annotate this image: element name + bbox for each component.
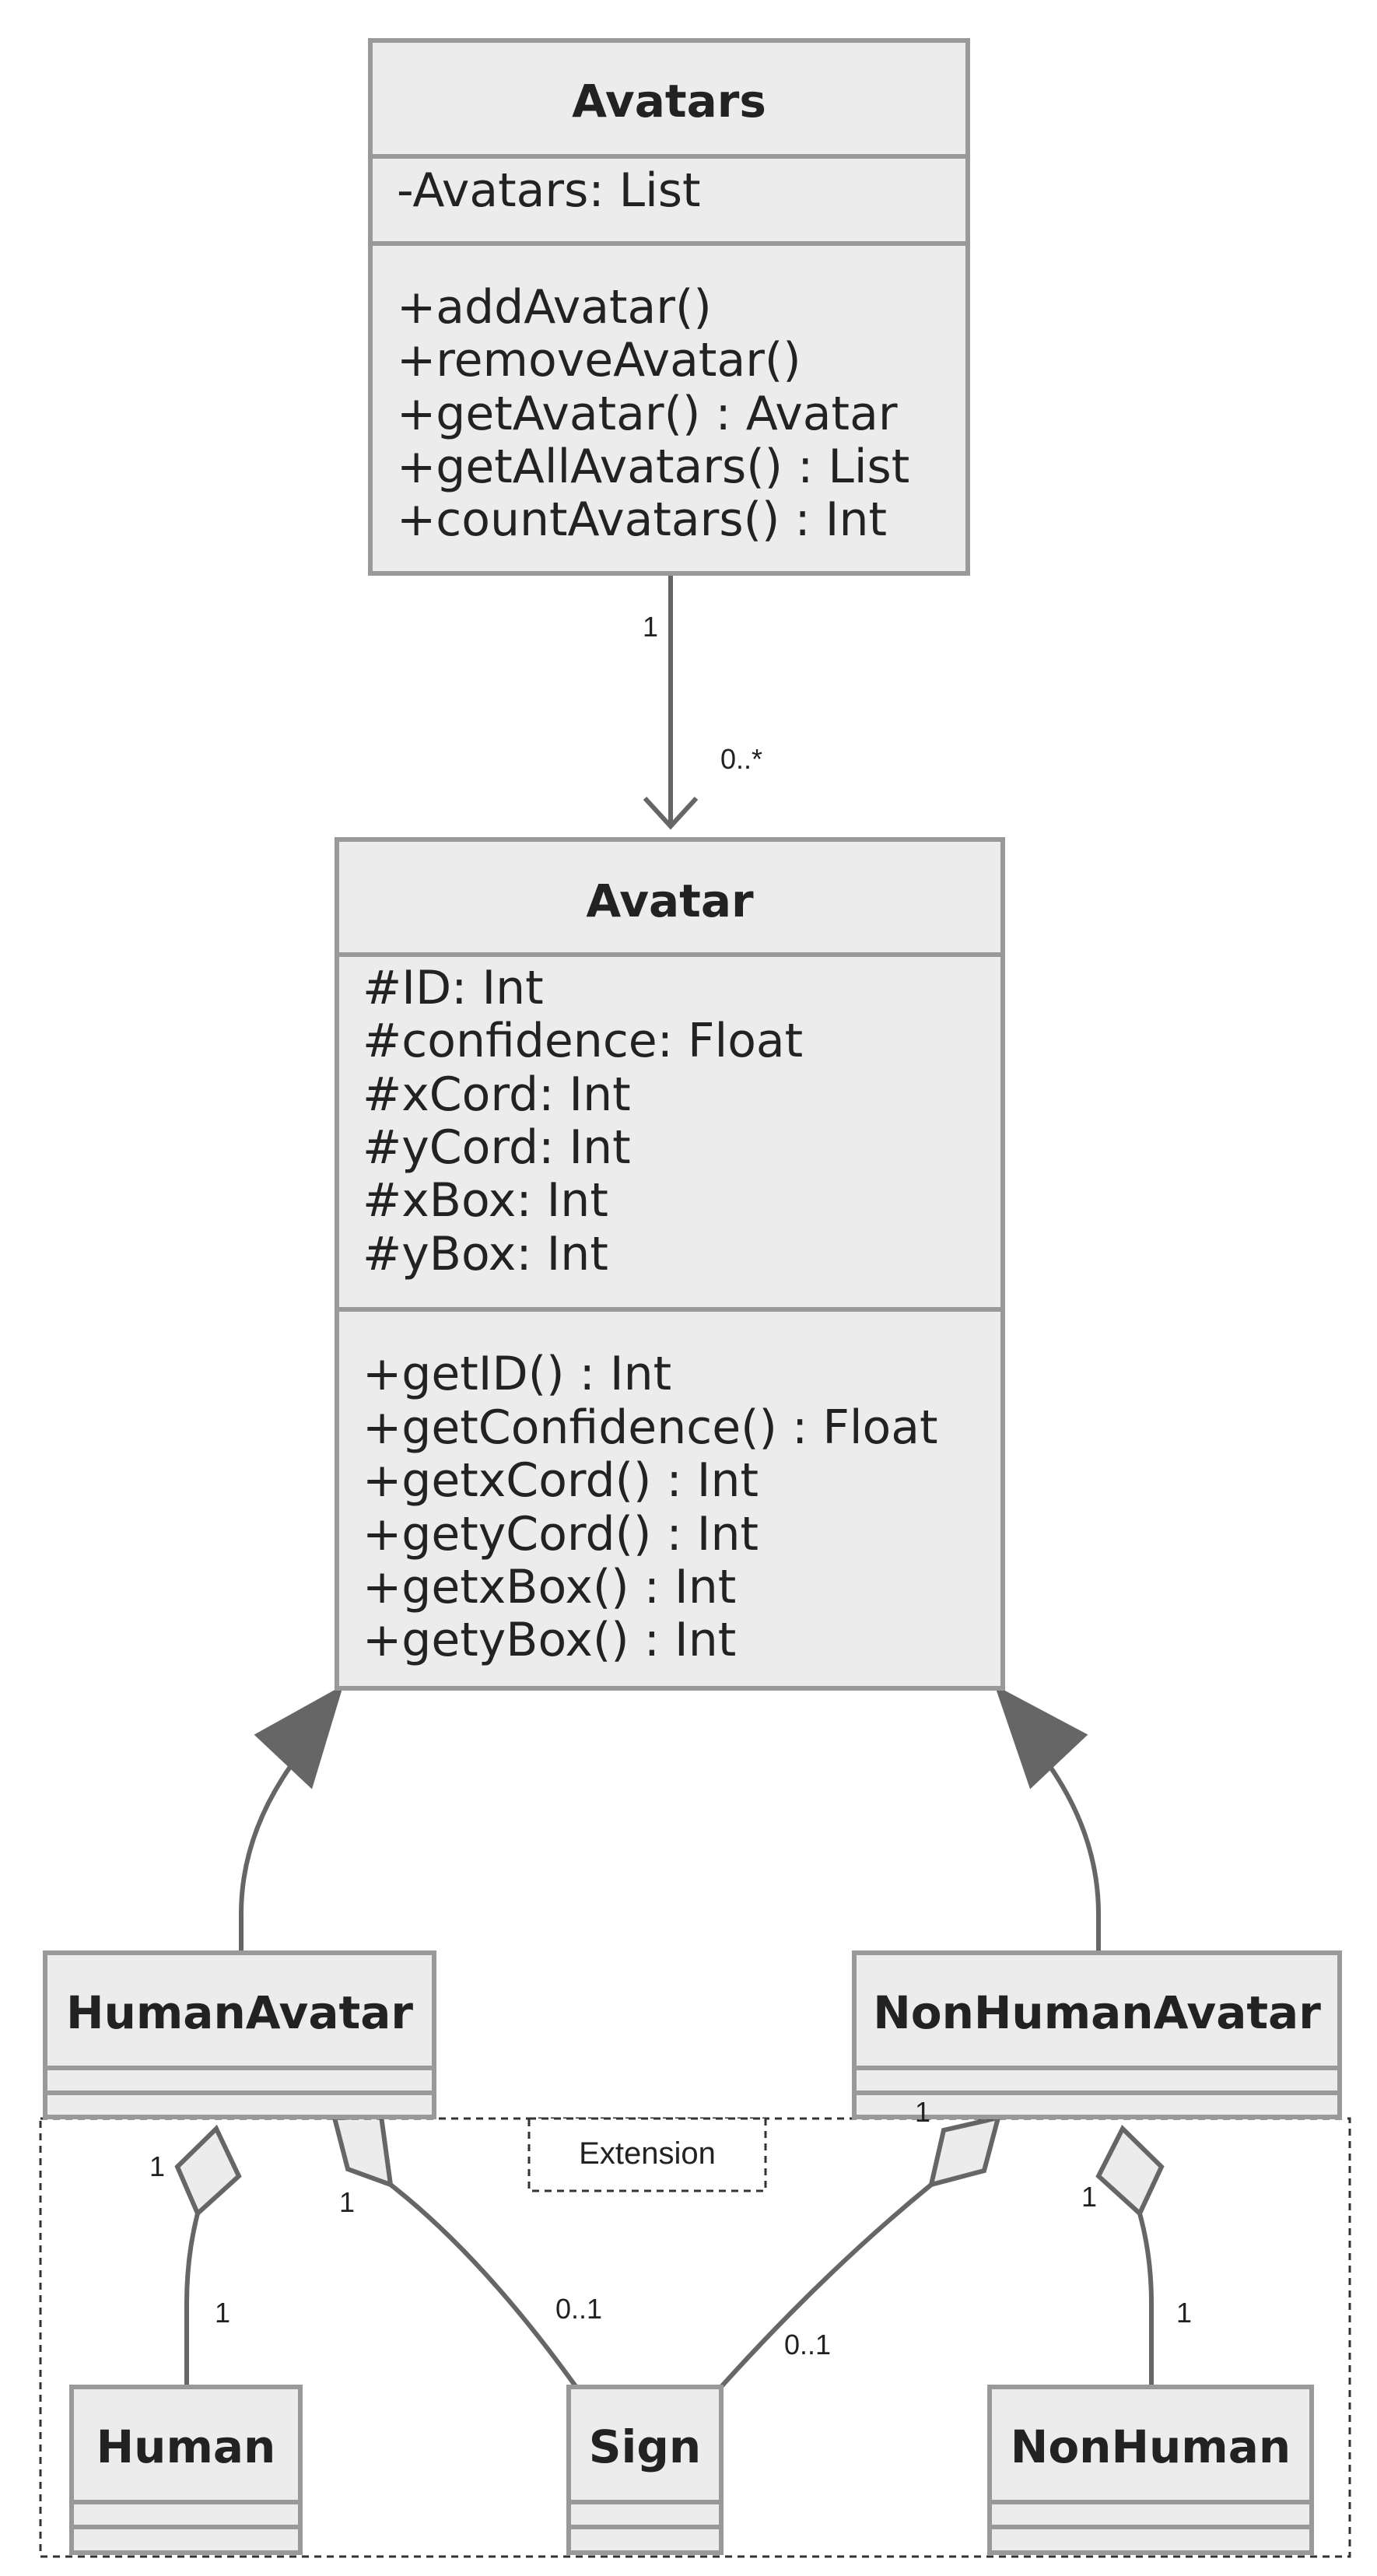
inheritance-nonhumanavatar-avatar: [994, 1684, 1101, 1953]
extension-label: Extension: [579, 2136, 716, 2171]
multiplicity-label: 1: [149, 2150, 165, 2182]
attribute: #yCord: Int: [363, 1120, 631, 1175]
method: +getyCord() : Int: [363, 1507, 759, 1561]
multiplicity-label: 1: [215, 2297, 230, 2329]
aggregation-diamond: [1095, 2124, 1165, 2217]
method: +countAvatars() : Int: [397, 492, 887, 547]
extension-frame: Extension: [39, 2117, 1351, 2558]
multiplicity-label: 1: [915, 2096, 930, 2128]
inheritance-humanavatar-avatar: [239, 1684, 344, 1953]
attribute: -Avatars: List: [397, 163, 701, 218]
attribute: #confidence: Float: [363, 1014, 803, 1068]
class-name: HumanAvatar: [66, 1986, 413, 2039]
inheritance-arrowhead: [994, 1684, 1088, 1789]
method: +getyBox() : Int: [363, 1613, 736, 1667]
multiplicity-label: 1: [1176, 2297, 1192, 2329]
class-avatar[interactable]: Avatar #ID: Int #confidence: Float #xCor…: [335, 837, 1005, 1691]
method: +getID() : Int: [363, 1347, 671, 1401]
class-nonhuman[interactable]: NonHuman: [987, 2385, 1314, 2555]
multiplicity-label: 0..1: [784, 2329, 831, 2360]
method: +getAvatar() : Avatar: [397, 387, 898, 441]
aggregation-diamond: [174, 2124, 242, 2218]
multiplicity-label: 0..*: [720, 743, 762, 775]
class-sign[interactable]: Sign: [566, 2385, 724, 2555]
multiplicity-label: 1: [643, 611, 658, 643]
inheritance-arrowhead: [254, 1684, 344, 1789]
class-name: Avatars: [572, 75, 766, 128]
method: +getAllAvatars() : List: [397, 440, 909, 494]
method: +getxCord() : Int: [363, 1453, 759, 1508]
aggregation-humanavatar-sign: [331, 2113, 580, 2390]
class-name: Avatar: [586, 874, 754, 927]
class-humanavatar[interactable]: HumanAvatar: [43, 1950, 436, 2119]
association-avatars-avatar: [643, 573, 699, 830]
method: +getxBox() : Int: [363, 1560, 736, 1614]
class-name: Human: [96, 2420, 276, 2473]
class-avatars[interactable]: Avatars -Avatars: List +addAvatar() +rem…: [368, 38, 970, 576]
aggregation-nonhumanavatar-nonhuman: [1095, 2124, 1165, 2387]
class-human[interactable]: Human: [69, 2385, 303, 2555]
class-name: NonHuman: [1011, 2420, 1291, 2473]
extension-label-box: [527, 2117, 767, 2192]
multiplicity-label: 1: [1081, 2181, 1097, 2213]
class-nonhumanavatar[interactable]: NonHumanAvatar: [852, 1950, 1342, 2119]
aggregation-diamond: [331, 2113, 394, 2189]
attribute: #ID: Int: [363, 961, 544, 1015]
open-arrowhead: [643, 796, 699, 830]
multiplicity-label: 0..1: [555, 2293, 602, 2325]
class-name: NonHumanAvatar: [873, 1986, 1321, 2039]
aggregation-humanavatar-human: [174, 2124, 242, 2387]
attribute: #yBox: Int: [363, 1227, 608, 1281]
aggregation-diamond: [927, 2114, 1002, 2189]
attribute: #xCord: Int: [363, 1067, 631, 1122]
attribute: #xBox: Int: [363, 1173, 608, 1228]
aggregation-nonhumanavatar-sign: [717, 2114, 1002, 2391]
method: +removeAvatar(): [397, 333, 801, 387]
multiplicity-label: 1: [339, 2186, 355, 2218]
class-name: Sign: [589, 2420, 701, 2473]
method: +addAvatar(): [397, 280, 712, 335]
method: +getConfidence() : Float: [363, 1400, 938, 1455]
